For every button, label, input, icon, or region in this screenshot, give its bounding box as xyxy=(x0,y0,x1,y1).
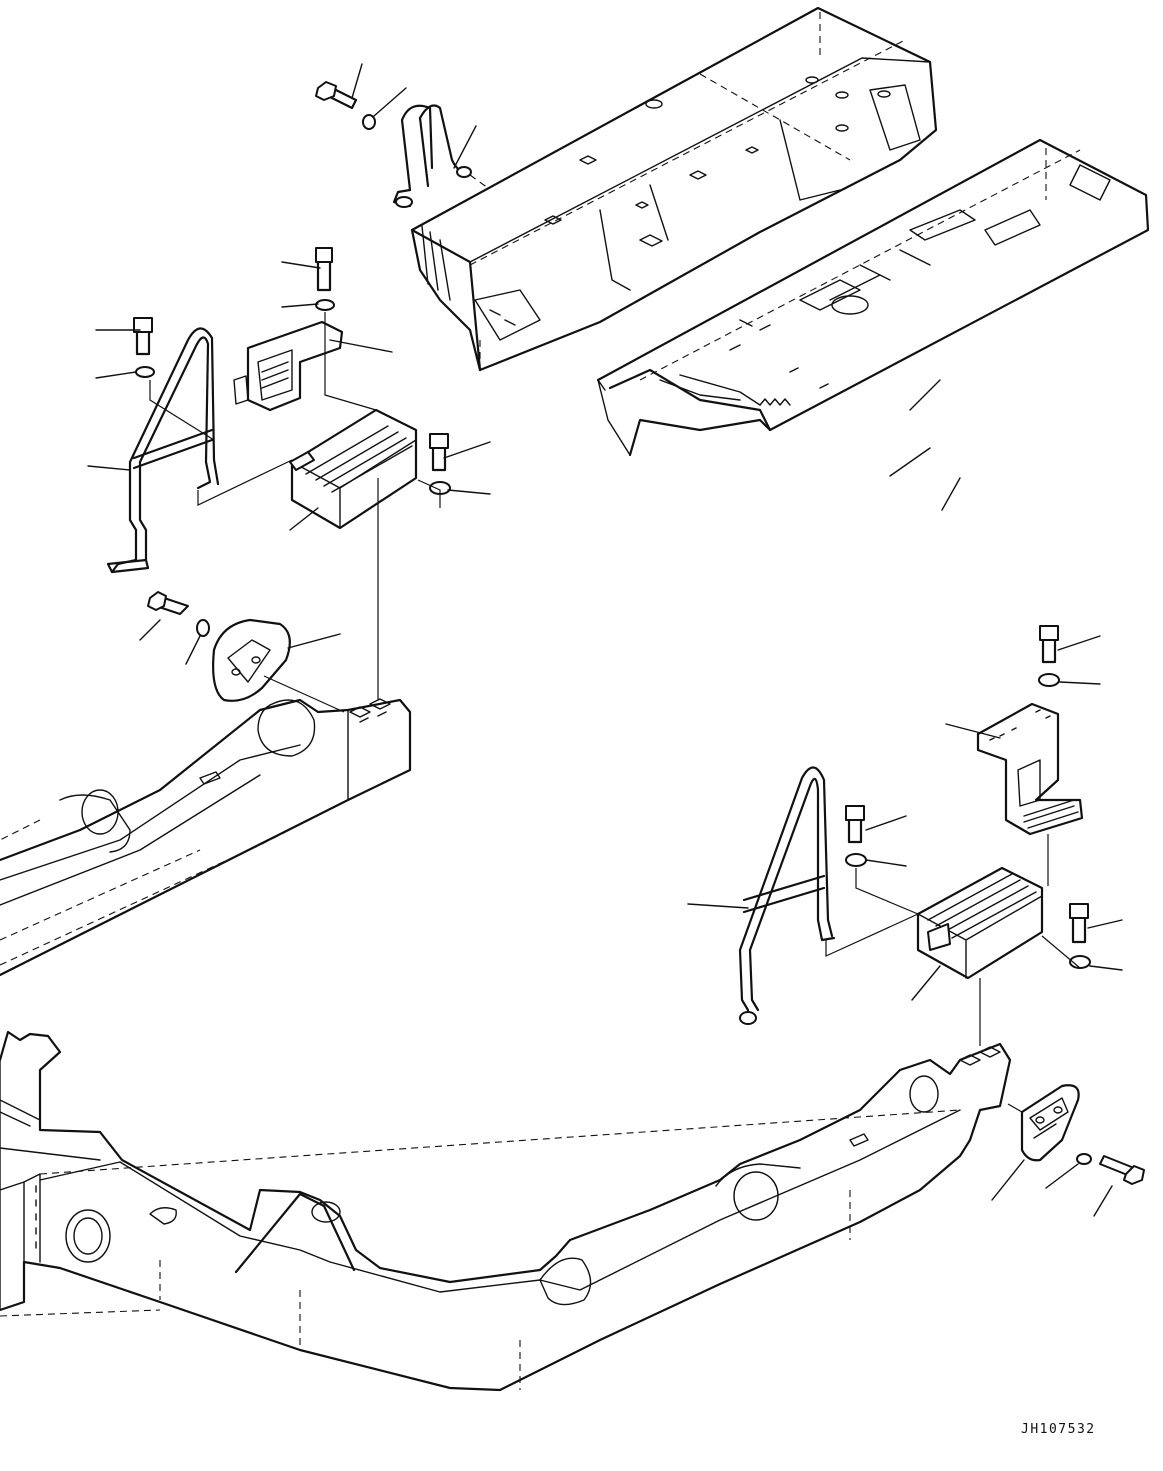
left-lower-step xyxy=(147,591,345,713)
drawing-code: JH107532 xyxy=(1021,1422,1096,1437)
left-step-assembly xyxy=(106,247,451,700)
right-lower-step xyxy=(1007,1084,1145,1185)
right-step-assembly xyxy=(738,625,1091,1046)
lower-left-arm-frame xyxy=(0,698,412,977)
callout-leaders xyxy=(87,63,1123,1217)
lower-main-frame xyxy=(0,1030,1012,1392)
upper-handrail-group xyxy=(315,81,489,208)
upper-frame-beam xyxy=(410,6,938,372)
right-side-rail xyxy=(596,138,1150,457)
